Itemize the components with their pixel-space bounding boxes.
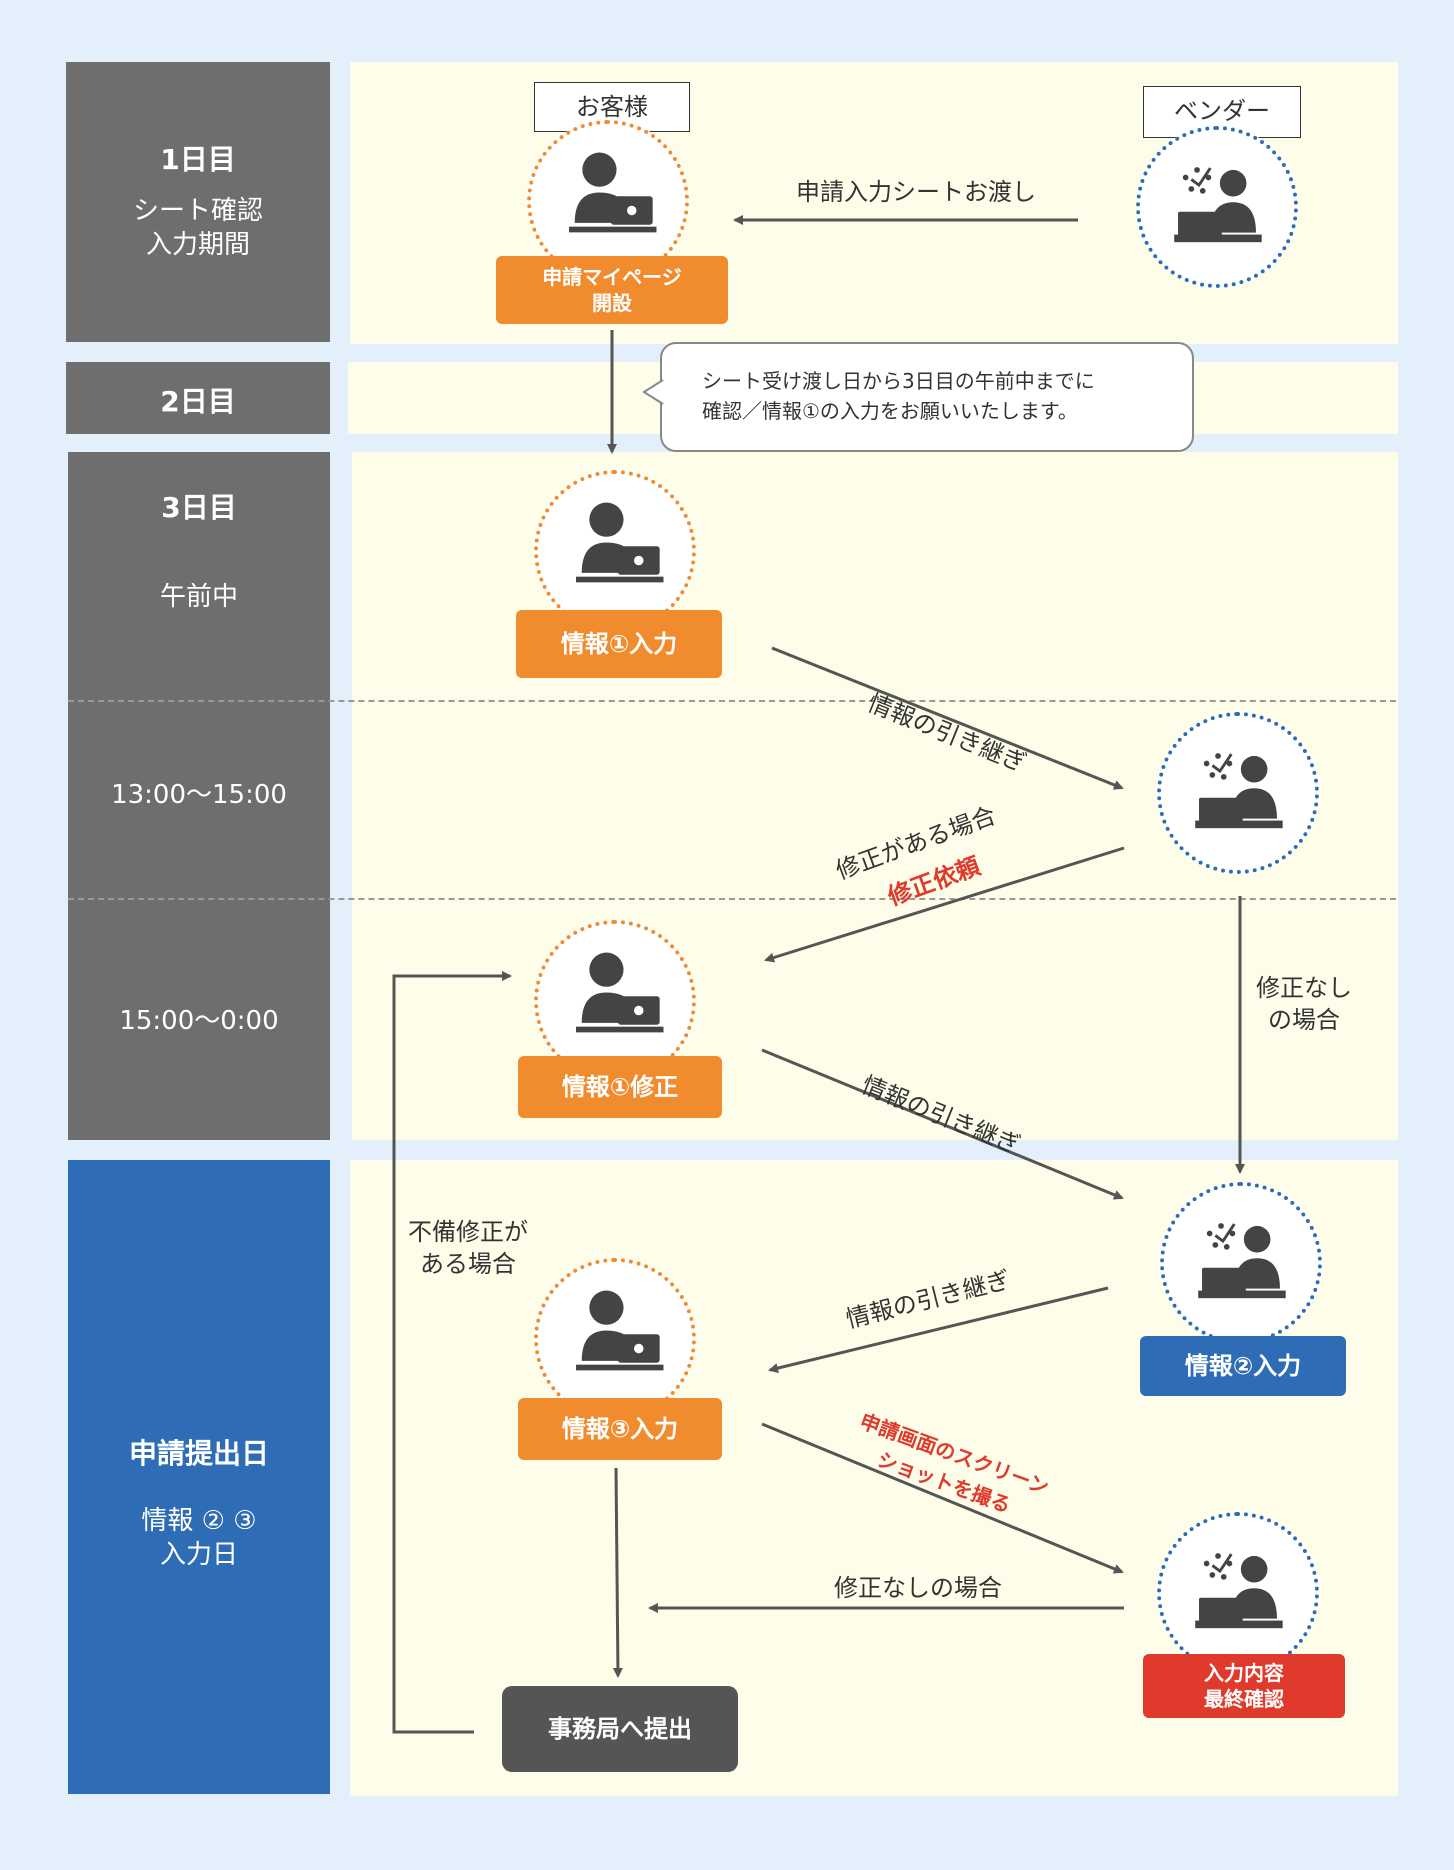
node-info2-input: 情報②入力 — [1140, 1336, 1346, 1396]
lane-day3-slot2: 15:00〜0:00 — [119, 1006, 279, 1036]
arrow-info3-down — [612, 1467, 623, 1678]
lane-day2: 2日目 — [66, 362, 330, 434]
lane-day3-morning: 午前中 — [159, 582, 238, 612]
businessman-desk-icon — [1195, 1553, 1283, 1629]
arrow-screenshot — [761, 1422, 1124, 1574]
label-no-fix-line1: 修正なし — [1256, 974, 1352, 1002]
label-handover-sheet: 申請入力シートお渡し — [796, 178, 1036, 206]
lane-submit: 申請提出日 情報 ② ③ 入力日 — [68, 1160, 330, 1794]
label-defect-line2: ある場合 — [420, 1250, 516, 1278]
node-info1-fix: 情報①修正 — [518, 1056, 722, 1118]
vendor-avatar-4 — [1157, 1512, 1319, 1674]
deadline-bubble: シート受け渡し日から3日目の午前中までに 確認／情報①の入力をお願いいたします。 — [660, 342, 1194, 452]
customer-avatar-4 — [534, 1258, 696, 1420]
separator-1300 — [68, 700, 1396, 702]
lane-submit-sub1: 情報 ② ③ — [141, 1506, 257, 1536]
arrow-handover3 — [768, 1286, 1109, 1373]
label-no-fix-line2: の場合 — [1268, 1006, 1340, 1034]
person-laptop-icon — [576, 952, 664, 1033]
lane-day3: 3日目 午前中 13:00〜15:00 15:00〜0:00 — [68, 452, 330, 1140]
node-final-check-line2: 最終確認 — [1204, 1687, 1284, 1711]
vendor-avatar-1 — [1136, 126, 1298, 288]
lane-day1-sub1: シート確認 — [132, 196, 263, 226]
person-laptop-icon — [569, 152, 657, 233]
arrow-handover1 — [771, 646, 1124, 790]
node-mypage-line2: 開設 — [592, 291, 632, 315]
label-no-fix: 修正なし の場合 — [1256, 972, 1352, 1036]
label-defect-line1: 不備修正が — [408, 1218, 528, 1246]
label-no-fix2: 修正なしの場合 — [834, 1574, 1002, 1602]
lane-day1-title: 1日目 — [160, 143, 236, 176]
bubble-tail — [642, 379, 664, 405]
node-mypage: 申請マイページ 開設 — [496, 256, 728, 324]
node-final-check-line1: 入力内容 — [1204, 1661, 1284, 1685]
lane-day2-title: 2日目 — [160, 385, 236, 418]
lane-day1: 1日目 シート確認 入力期間 — [66, 62, 330, 342]
lane-submit-sub2: 入力日 — [159, 1540, 238, 1570]
customer-avatar-3 — [534, 920, 696, 1082]
lane-day3-title: 3日目 — [161, 491, 237, 524]
arrow-handover2 — [761, 1048, 1124, 1200]
bubble-line2: 確認／情報①の入力をお願いいたします。 — [702, 399, 1078, 423]
node-info3-input: 情報③入力 — [518, 1398, 722, 1460]
businessman-desk-icon — [1198, 1223, 1286, 1299]
label-defect: 不備修正が ある場合 — [408, 1216, 528, 1280]
vendor-avatar-3 — [1160, 1182, 1322, 1344]
businessman-desk-icon — [1174, 167, 1262, 243]
lane-submit-title: 申請提出日 — [128, 1437, 269, 1470]
separator-1500 — [68, 898, 1396, 900]
vendor-avatar-2 — [1157, 712, 1319, 874]
arrow-defect-loop — [392, 971, 512, 1734]
node-submit: 事務局へ提出 — [502, 1686, 738, 1772]
person-laptop-icon — [576, 1290, 664, 1371]
customer-avatar-1 — [527, 120, 689, 282]
node-final-check: 入力内容 最終確認 — [1143, 1654, 1345, 1718]
person-laptop-icon — [576, 502, 664, 583]
bubble-line1: シート受け渡し日から3日目の午前中までに — [702, 369, 1095, 393]
customer-avatar-2 — [534, 470, 696, 632]
node-mypage-line1: 申請マイページ — [542, 265, 682, 289]
businessman-desk-icon — [1195, 753, 1283, 829]
node-info1-input: 情報①入力 — [516, 610, 722, 678]
lane-day3-slot1: 13:00〜15:00 — [111, 780, 287, 810]
lane-day1-sub2: 入力期間 — [145, 230, 250, 260]
arrow-fix-request — [764, 846, 1125, 963]
